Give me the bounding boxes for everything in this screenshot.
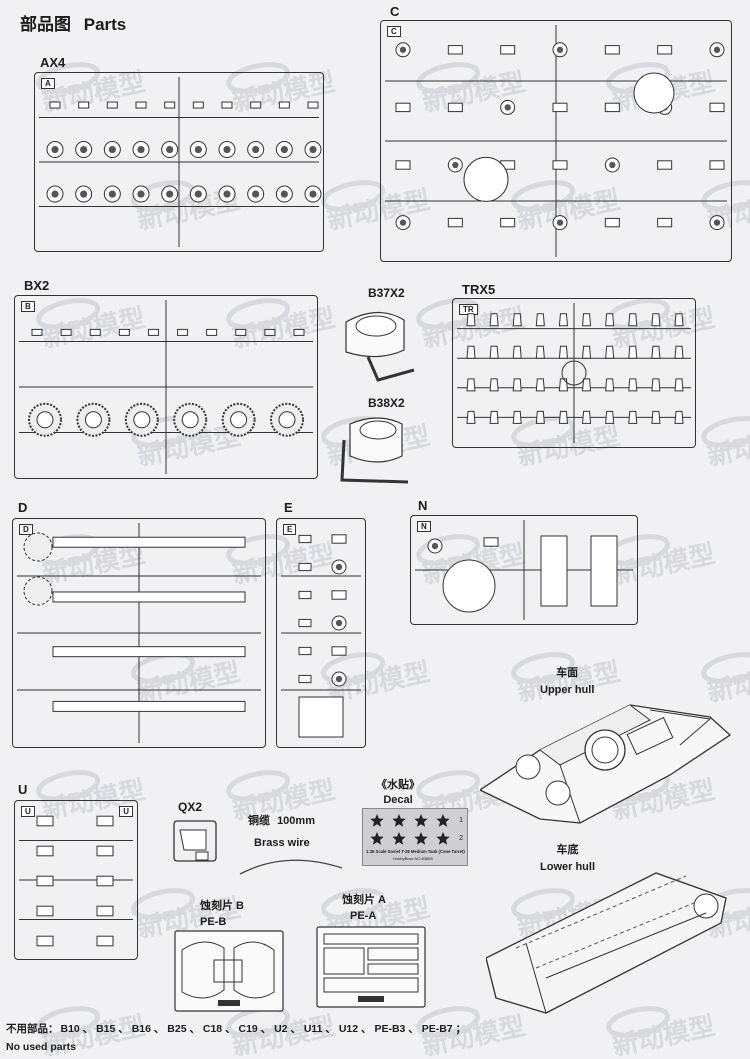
sprue-trx5-drawing xyxy=(457,303,691,443)
sprue-u-drawing xyxy=(19,815,133,947)
sprue-trx5-title: TRX5 xyxy=(462,282,496,297)
sprue-bx2: B xyxy=(14,295,318,479)
sprue-u-tab-right: U xyxy=(119,806,133,817)
sprue-trx5: TR xyxy=(452,298,696,448)
lower-hull-en: Lower hull xyxy=(540,861,595,873)
page-title: 部品图 Parts xyxy=(20,10,126,35)
b38-part xyxy=(340,417,409,484)
pe-b-en: PE-B xyxy=(200,916,227,928)
svg-text:新动模型: 新动模型 xyxy=(705,420,750,471)
decal-row-1: 1 xyxy=(459,817,463,824)
page-title-en: Parts xyxy=(83,15,127,34)
sprue-e: E xyxy=(276,518,366,748)
sprue-ax4-tab: A xyxy=(41,78,55,89)
sprue-d-drawing xyxy=(17,523,261,743)
pe-a-label: 蚀刻片 A PE-A xyxy=(342,892,386,924)
sprue-c-drawing xyxy=(385,25,727,257)
no-used-en: No used parts xyxy=(6,1041,77,1053)
pe-b-label: 蚀刻片 B PE-B xyxy=(200,898,244,930)
sprue-bx2-tab: B xyxy=(21,301,35,312)
brass-wire-drawing xyxy=(239,859,343,875)
upper-hull-label: 车面 Upper hull xyxy=(540,665,594,699)
decal-row-2: 2 xyxy=(459,835,463,842)
no-used-line: 不用部品：B10 、 B15 、 B16 、 B25 、 C18 、 C19 、… xyxy=(6,1020,466,1038)
brass-wire-length: 100mm xyxy=(277,815,315,827)
sprue-ax4-title: AX4 xyxy=(40,55,66,70)
sprue-ax4: A xyxy=(34,72,324,252)
pe-b-fret xyxy=(174,930,284,1012)
pe-a-cn: 蚀刻片 A xyxy=(342,894,386,906)
sprue-bx2-title: BX2 xyxy=(24,278,50,293)
lower-hull-label: 车底 Lower hull xyxy=(540,842,595,876)
sprue-u-tab: U xyxy=(21,806,35,817)
sprue-e-drawing xyxy=(281,534,361,738)
sprue-c: C xyxy=(380,20,732,262)
brass-wire-label: 铜缆 100mm Brass wire xyxy=(248,810,315,854)
sprue-n-title: N xyxy=(418,498,428,513)
b37-title: B37X2 xyxy=(368,286,405,300)
pe-b-cn: 蚀刻片 B xyxy=(200,900,244,912)
sprue-d-title: D xyxy=(18,500,28,515)
decal-sheet: 1 2 1:35 Scale Soviet T-28 Medium Tank (… xyxy=(362,808,468,866)
sprue-n-drawing xyxy=(415,520,633,620)
pe-a-en: PE-A xyxy=(350,910,377,922)
page-title-cn: 部品图 xyxy=(20,15,71,34)
sprue-e-tab: E xyxy=(283,524,297,535)
lower-hull-drawing xyxy=(486,872,727,1014)
sprue-bx2-drawing xyxy=(19,300,313,474)
sprue-e-title: E xyxy=(284,500,293,515)
upper-hull-en: Upper hull xyxy=(540,684,595,696)
sprue-c-title: C xyxy=(390,4,400,19)
decal-cn: 《水贴》 xyxy=(376,779,420,791)
lower-hull-cn: 车底 xyxy=(556,844,579,856)
sprue-d-tab: D xyxy=(19,524,33,535)
b38-title: B38X2 xyxy=(368,396,405,410)
no-used-cn: 不用部品： xyxy=(6,1023,59,1035)
decal-label: 《水贴》 Decal xyxy=(376,778,420,808)
sprue-u-title: U xyxy=(18,782,28,797)
upper-hull-drawing xyxy=(480,704,732,824)
sprue-u: U U xyxy=(14,800,138,960)
no-used-parts: 不用部品：B10 、 B15 、 B16 、 B25 、 C18 、 C19 、… xyxy=(6,1020,466,1056)
decal-maker: HobbyBoss NO.83855 xyxy=(393,856,433,861)
sprue-qx2-title: QX2 xyxy=(178,800,203,814)
qx2-part xyxy=(173,820,217,862)
pe-a-fret xyxy=(316,926,426,1008)
sprue-n: N xyxy=(410,515,638,625)
b37-part xyxy=(345,311,415,382)
sprue-n-tab: N xyxy=(417,521,431,532)
no-used-list: B10 、 B15 、 B16 、 B25 、 C18 、 C19 、 U2 、… xyxy=(60,1023,467,1035)
upper-hull-cn: 车面 xyxy=(556,667,579,679)
sprue-d: D xyxy=(12,518,266,748)
sprue-c-tab: C xyxy=(387,26,401,37)
brass-wire-en: Brass wire xyxy=(254,837,310,849)
decal-caption: 1:35 Scale Soviet T-28 Medium Tank (Cone… xyxy=(366,849,465,854)
brass-wire-cn: 铜缆 xyxy=(248,815,270,827)
decal-en: Decal xyxy=(383,794,413,806)
brass-wire-top: 铜缆 100mm xyxy=(248,810,315,832)
sprue-ax4-drawing xyxy=(39,77,322,247)
